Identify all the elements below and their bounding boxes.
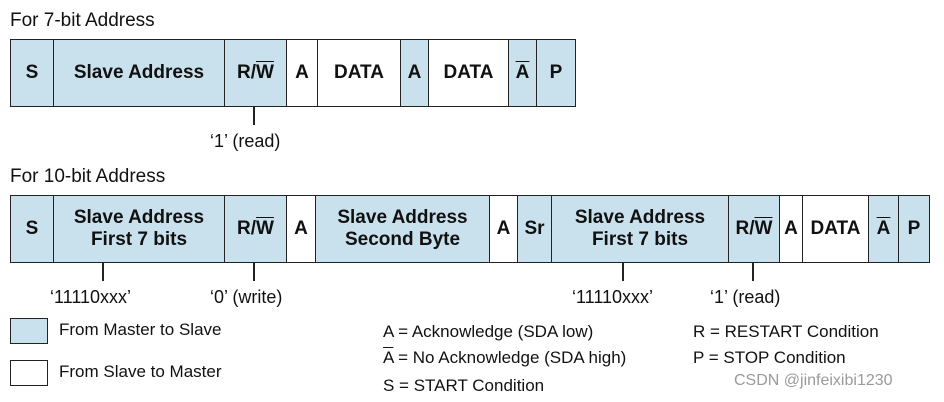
stop-cell: P [536,39,576,107]
rw-w-text: W [256,218,274,239]
data-cell-2: DATA [428,39,509,107]
slave-address-cell: Slave Address [53,39,225,107]
ack-cell-10a: A [286,195,316,263]
first-7-bits-annotation: ‘11110xxx’ [50,287,132,307]
ten-bit-frame: S Slave Address First 7 bits R/W A Slave… [10,195,930,263]
start-legend: S = START Condition [383,376,545,395]
restart-cell: Sr [517,195,552,263]
seven-bit-frame: S Slave Address R/W A DATA A DATA A P [10,39,576,107]
slave-address-first-line2: First 7 bits [90,229,188,250]
data-cell-1: DATA [317,39,401,107]
slave-address-first-cell-2: Slave Address First 7 bits [551,195,729,263]
slave-address-first2-line2: First 7 bits [591,229,689,250]
nack-legend: A = No Acknowledge (SDA high) [383,348,626,368]
rw-cell-10a: R/W [224,195,287,263]
first-7-bits-annotation-2: ‘11110xxx’ [572,287,654,307]
rw-r-text: R/ [237,62,257,83]
rw-write-tick [253,263,255,281]
ack-cell-1: A [286,39,318,107]
watermark: CSDN @jinfeixibi1230 [734,372,893,389]
master-to-slave-swatch [10,318,48,344]
slave-to-master-label: From Slave to Master [59,362,222,381]
first-7-bits-tick-2 [622,263,624,281]
rw-r-text: R/ [735,218,755,239]
ack-cell-10b: A [489,195,518,263]
stop-legend: P = STOP Condition [693,348,846,367]
slave-address-second-line2: Second Byte [344,229,461,250]
ack-legend: A = Acknowledge (SDA low) [383,322,594,341]
slave-address-first-line1: Slave Address [73,207,205,228]
ack-cell-10c: A [779,195,803,263]
rw-cell: R/W [224,39,287,107]
first-7-bits-tick [102,263,104,281]
rw-w-text: W [256,62,274,83]
rw-annotation: ‘1’ (read) [210,131,281,151]
seven-bit-title: For 7-bit Address [10,10,155,31]
rw-w-text: W [754,218,773,239]
slave-address-second-line1: Slave Address [337,207,468,228]
master-to-slave-label: From Master to Slave [59,320,222,339]
ack-cell-2: A [400,39,429,107]
rw-tick [253,107,255,125]
rw-read-tick [752,263,754,281]
rw-r-text: R/ [237,218,257,239]
start-cell: S [10,39,54,107]
rw-cell-10b: R/W [728,195,780,263]
data-cell-10: DATA [802,195,869,263]
slave-address-first2-line1: Slave Address [574,207,706,228]
slave-address-first-cell: Slave Address First 7 bits [53,195,225,263]
slave-to-master-swatch [10,360,48,386]
nack-text: A [876,218,891,239]
nack-cell: A [508,39,537,107]
nack-legend-text: = No Acknowledge (SDA high) [393,348,627,367]
nack-legend-symbol: A [383,348,394,367]
stop-cell-10: P [898,195,930,263]
rw-read-annotation: ‘1’ (read) [710,287,781,307]
slave-address-second-cell: Slave Address Second Byte [315,195,490,263]
rw-write-annotation: ‘0’ (write) [210,287,283,307]
restart-legend: R = RESTART Condition [693,322,879,341]
start-cell-10: S [10,195,54,263]
nack-cell-10: A [868,195,899,263]
nack-text: A [515,62,530,83]
ten-bit-title: For 10-bit Address [10,166,166,187]
